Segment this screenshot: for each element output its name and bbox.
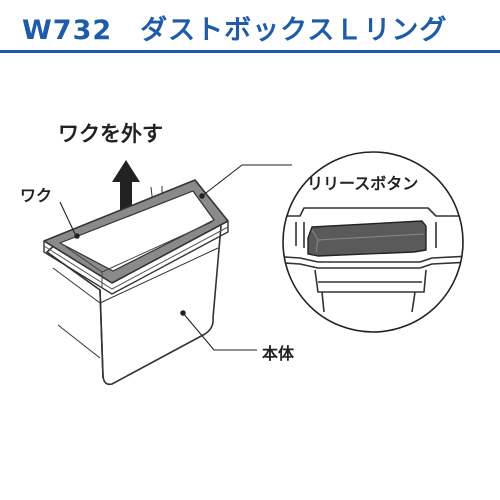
release-button-label: リリースボタン [307,174,419,193]
frame-label: ワク [20,186,53,205]
zoom-circle [282,151,464,333]
frame-ring [43,179,229,295]
header: W732 ダストボックスＬリング [0,0,500,56]
release-button [307,220,427,257]
body-label: 本体 [262,344,295,363]
frame-leader-line [59,201,76,235]
zoom-detail [283,152,463,332]
box-inner [65,221,213,287]
up-arrow-icon [112,160,140,226]
header-divider [0,50,500,53]
product-name: ダストボックスＬリング [140,15,448,46]
page-title: W732 ダストボックスＬリング [22,8,447,47]
button-leader-line [201,164,292,197]
body-leader-line [182,312,257,351]
product-code: W732 [22,15,113,46]
remove-frame-label: ワクを外す [58,122,163,146]
